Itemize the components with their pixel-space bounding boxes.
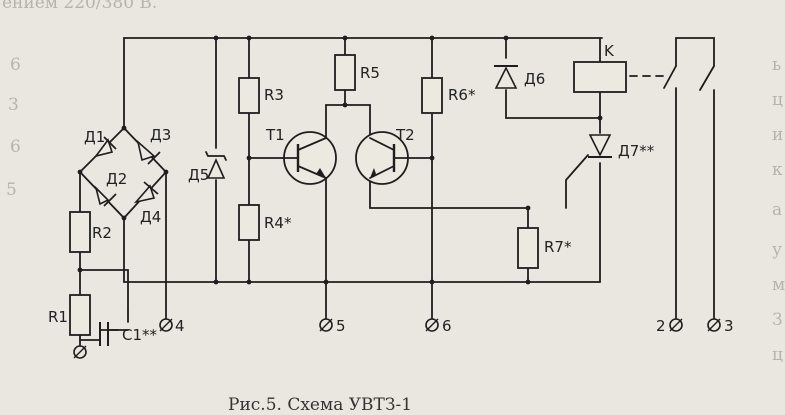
label-t1: T1 (265, 126, 285, 144)
resistor-r2 (69, 211, 91, 253)
label-r4: R4* (264, 214, 292, 232)
terminals: 4 5 6 2 3 (73, 317, 734, 359)
diode-d1 (94, 136, 117, 158)
label-r7: R7* (544, 238, 572, 256)
label-t2: T2 (395, 126, 415, 144)
bg-char: ь (772, 55, 781, 75)
resistors: R2 R1 R3 R4* R5 R6* R7* (48, 54, 572, 336)
terminal-6: 6 (425, 317, 452, 335)
resistor-r1 (69, 294, 91, 336)
bg-char: ц (772, 90, 783, 110)
label-r3: R3 (264, 86, 284, 104)
transistor-t2: T2 (355, 126, 415, 185)
bg-char: 3 (8, 95, 19, 115)
bg-char: м (772, 275, 785, 295)
label-c1: C1** (122, 326, 158, 344)
diode-d3 (136, 139, 161, 165)
figure-caption: Рис.5. Схема УВТЗ-1 (228, 395, 412, 415)
label-d7: Д7** (618, 142, 655, 160)
resistor-r7 (517, 227, 539, 269)
zener-d5: Д5 (188, 151, 227, 184)
label-terminal-6: 6 (442, 317, 452, 335)
transistor-t1: T1 (265, 126, 337, 185)
label-terminal-4: 4 (175, 317, 185, 335)
terminal-3: 3 (707, 317, 734, 335)
label-r2: R2 (92, 224, 112, 242)
label-d6: Д6 (524, 70, 545, 88)
bg-char: и (772, 125, 783, 145)
terminal-2: 2 (656, 317, 683, 335)
resistor-r5 (334, 54, 356, 91)
label-terminal-3: 3 (724, 317, 734, 335)
label-k: K (604, 42, 615, 60)
label-d4: Д4 (140, 208, 161, 226)
bg-char: а (772, 200, 782, 220)
bg-char: ц (772, 345, 783, 365)
relay-k: K (573, 42, 627, 93)
bg-char: у (772, 240, 782, 260)
label-r5: R5 (360, 64, 380, 82)
diode-d6: Д6 (494, 65, 545, 89)
resistor-r4 (238, 204, 260, 241)
label-d2: Д2 (106, 170, 127, 188)
bg-char: к (772, 160, 783, 180)
label-r6: R6* (448, 86, 476, 104)
resistor-r6 (421, 77, 443, 114)
thyristor-d7: Д7** (588, 134, 655, 160)
header-fragment: ением 220/380 В. (2, 0, 157, 13)
label-d5: Д5 (188, 166, 209, 184)
background-text: ением 220/380 В. 6 3 6 5 ь ц и к а у м 3… (2, 0, 785, 365)
resistor-r3 (238, 77, 260, 114)
terminal-5: 5 (319, 317, 346, 335)
bg-char: 3 (772, 310, 783, 330)
label-d1: Д1 (84, 128, 105, 146)
bg-char: 5 (6, 180, 17, 200)
diode-d2 (94, 185, 117, 207)
label-terminal-2: 2 (656, 317, 666, 335)
diode-d4 (133, 181, 159, 204)
capacitor-c1: C1** (99, 322, 158, 346)
relay-coil (573, 61, 627, 93)
label-d3: Д3 (150, 126, 171, 144)
label-terminal-5: 5 (336, 317, 346, 335)
terminal-4: 4 (159, 317, 185, 335)
wiring (79, 37, 715, 346)
diode-bridge: Д1 Д3 Д2 Д4 (78, 126, 171, 226)
terminal-bottom-left (73, 345, 87, 359)
label-r1: R1 (48, 308, 68, 326)
bg-char: 6 (10, 137, 21, 157)
bg-char: 6 (10, 55, 21, 75)
